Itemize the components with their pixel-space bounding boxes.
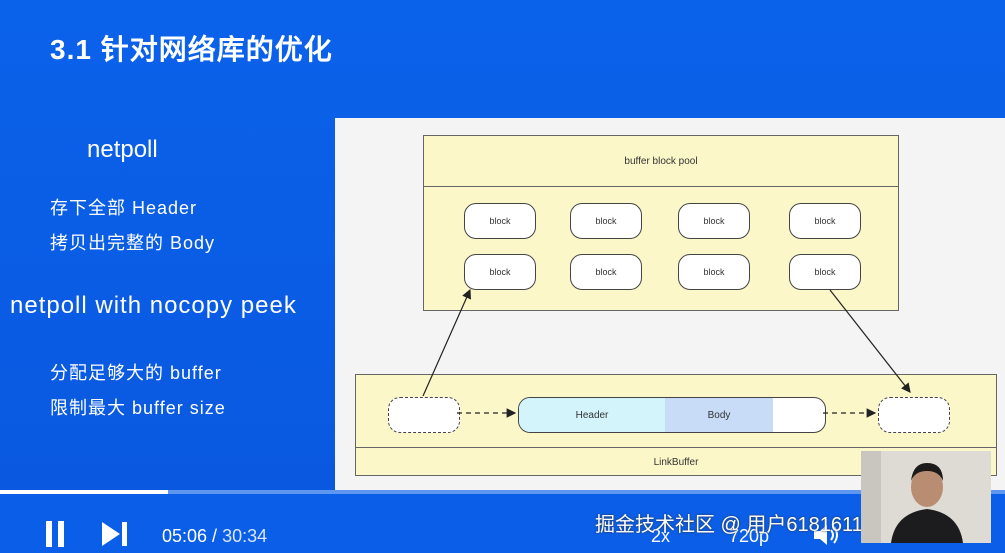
netpoll-nocopy-heading: netpoll with nocopy peek	[10, 292, 297, 319]
pause-icon	[46, 521, 64, 547]
block: block	[678, 203, 750, 239]
linkbuffer-label: LinkBuffer	[356, 447, 996, 476]
block: block	[678, 254, 750, 290]
diagram-arrows	[422, 288, 911, 418]
pool-label: buffer block pool	[424, 136, 898, 187]
video-controls: 05:06 / 30:34 2x 720p	[0, 490, 1005, 552]
empty-node-left	[388, 397, 460, 433]
bullet-alloc-buffer: 分配足够大的 buffer	[50, 363, 222, 383]
body-segment: Body	[665, 398, 773, 432]
header-segment: Header	[519, 398, 665, 432]
volume-icon	[814, 525, 838, 545]
time-separator: /	[207, 526, 223, 546]
arrow-block-to-node	[829, 289, 911, 393]
duration: 30:34	[222, 526, 268, 546]
header-body-buffer: Header Body	[518, 397, 826, 433]
quality-button[interactable]: 720p	[729, 526, 770, 546]
progress-fill	[0, 490, 168, 494]
time-display: 05:06 / 30:34	[162, 526, 267, 547]
buffer-block-pool: buffer block pool block block block bloc…	[423, 135, 899, 311]
arrow-up-to-block	[422, 288, 471, 397]
pause-button[interactable]	[45, 521, 65, 552]
slide-title: 3.1 针对网络库的优化	[50, 34, 333, 65]
next-button[interactable]	[102, 522, 128, 551]
webcam-overlay	[861, 451, 991, 543]
bullet-store-header: 存下全部 Header	[50, 198, 198, 218]
netpoll-heading: netpoll	[87, 136, 158, 163]
block: block	[570, 203, 642, 239]
slide: 3.1 针对网络库的优化 netpoll 存下全部 Header 拷贝出完整的 …	[0, 0, 1005, 494]
current-time: 05:06	[162, 526, 208, 546]
skip-next-icon	[102, 522, 127, 546]
block: block	[464, 254, 536, 290]
block: block	[570, 254, 642, 290]
presenter-video	[861, 451, 991, 543]
volume-button[interactable]	[812, 522, 842, 553]
bullet-limit-buffer: 限制最大 buffer size	[50, 398, 226, 418]
speed-button[interactable]: 2x	[651, 526, 671, 546]
block: block	[789, 254, 861, 290]
progress-bar[interactable]	[0, 490, 1005, 494]
architecture-diagram: buffer block pool block block block bloc…	[335, 118, 1005, 494]
block: block	[789, 203, 861, 239]
watermark: 掘金技术社区 @ 用户618161112415	[595, 514, 917, 536]
empty-node-right	[878, 397, 950, 433]
block: block	[464, 203, 536, 239]
bullet-copy-body: 拷贝出完整的 Body	[50, 233, 216, 253]
